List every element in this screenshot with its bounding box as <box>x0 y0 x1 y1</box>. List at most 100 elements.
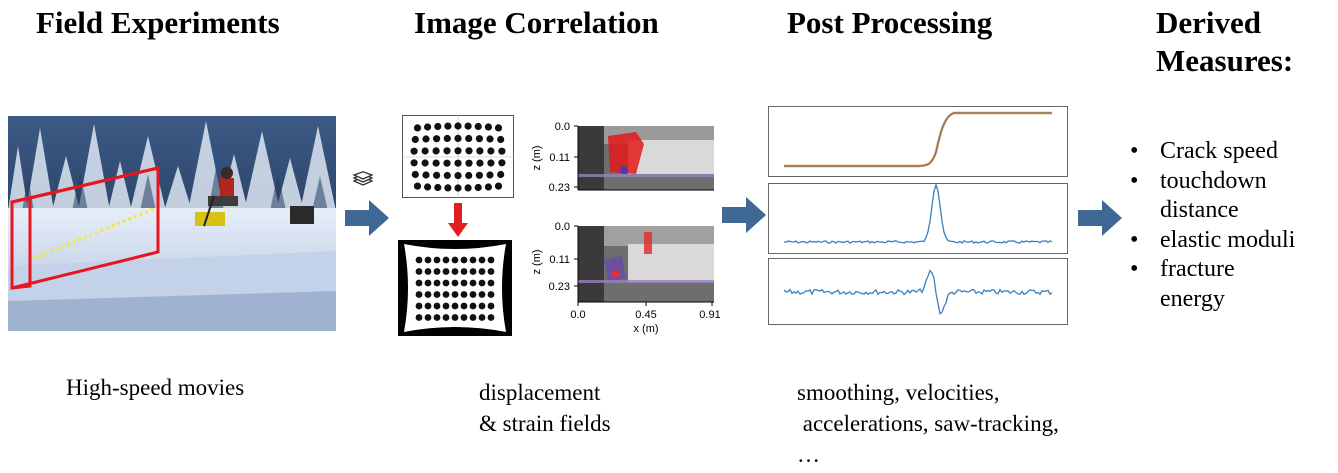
calibration-dot <box>454 159 462 167</box>
calibration-dot <box>451 279 459 287</box>
calibration-dot <box>451 314 459 321</box>
calibration-dot <box>460 314 468 321</box>
calibration-dot <box>465 134 473 143</box>
calibration-dot <box>487 291 495 298</box>
calibration-dot <box>474 122 482 131</box>
calibration-dot <box>498 147 506 155</box>
calibration-dot <box>422 171 430 179</box>
calibration-dot <box>424 314 432 321</box>
caption-ellipsis: … <box>797 442 820 467</box>
calibration-dot <box>465 147 473 155</box>
calibration-dot <box>432 159 440 167</box>
caption-strain-fields: & strain fields <box>479 411 611 436</box>
right-arrow-icon <box>345 200 389 236</box>
calibration-dot <box>411 170 419 179</box>
calibration-dot <box>478 302 486 310</box>
calibration-dot <box>433 291 441 298</box>
calibration-dot <box>415 268 423 275</box>
measure-elastic-moduli: •elastic moduli <box>1126 226 1295 256</box>
calibration-dot <box>410 147 418 155</box>
bullet: • <box>1130 256 1139 282</box>
strain-plot-bottom: 0.0 0.11 0.23 z (m) 0.0 0.45 0.91 x (m) <box>531 221 720 335</box>
calibration-dot <box>421 159 429 167</box>
calibration-dot <box>444 122 452 130</box>
caption-displacement: displacement <box>479 380 601 405</box>
top-y-axis-label: z (m) <box>531 145 543 170</box>
field-experiment-photo <box>8 116 336 331</box>
calibration-dot <box>434 183 442 192</box>
calibration-dot <box>410 159 418 167</box>
calibration-dot <box>494 182 503 190</box>
calibration-dot <box>415 314 423 321</box>
calibration-dot <box>486 171 494 179</box>
heading-field-experiments: Field Experiments <box>36 5 280 40</box>
post-processing-traces <box>768 106 1068 325</box>
calibration-dot <box>444 184 452 192</box>
calibration-dot <box>451 291 459 298</box>
calibration-dot <box>464 184 472 192</box>
bottom-y-tick-1: 0.11 <box>549 254 570 266</box>
bottom-x-tick-2: 0.91 <box>699 309 720 321</box>
right-arrow-icon <box>1078 200 1122 236</box>
calibration-dot <box>478 268 486 275</box>
top-y-tick-1: 0.11 <box>549 152 570 164</box>
calibration-dot <box>494 124 503 132</box>
calibration-dot <box>487 268 495 275</box>
calibration-dot <box>469 291 477 298</box>
calibration-dot <box>478 291 486 298</box>
bottom-y-axis-label: z (m) <box>531 249 543 274</box>
trace-panel-velocity <box>768 183 1068 254</box>
calibration-dot <box>451 302 459 310</box>
calibration-dot <box>451 256 459 264</box>
calibration-dot <box>487 314 495 321</box>
caption-high-speed-movies: High-speed movies <box>66 375 245 400</box>
right-arrow-icon <box>722 197 766 233</box>
calibration-dot <box>460 302 468 310</box>
calibration-dot <box>460 256 468 264</box>
calibration-dot <box>421 147 429 155</box>
heading-derived-line-2: Measures: <box>1156 43 1294 78</box>
calibration-dot <box>432 147 440 155</box>
bottom-y-tick-2: 0.23 <box>549 281 570 293</box>
calibration-dot <box>474 183 482 192</box>
calibration-dot <box>434 122 442 131</box>
calibration-dot <box>487 302 495 310</box>
bullet: • <box>1130 138 1139 164</box>
layers-icon <box>352 171 374 186</box>
calibration-dot <box>443 134 451 143</box>
calibration-dot <box>469 268 477 275</box>
calibration-dot <box>487 159 495 167</box>
calibration-dot <box>433 268 441 275</box>
heading-image-correlation: Image Correlation <box>414 5 659 40</box>
down-arrow-icon <box>448 203 468 237</box>
calibration-dot <box>415 279 423 287</box>
calibration-dot <box>497 135 505 144</box>
measure-touchdown-distance-cont: distance <box>1160 197 1239 223</box>
calibration-dot <box>486 135 494 143</box>
calibration-dot <box>469 314 477 321</box>
derived-measures-list: •Crack speed •touchdown distance •elasti… <box>1126 137 1295 314</box>
calibration-dot <box>478 256 486 264</box>
calibration-dot <box>469 256 477 264</box>
calibration-dot <box>413 124 422 132</box>
calibration-dot <box>476 147 484 155</box>
calibration-dot <box>465 159 473 167</box>
calibration-dot <box>413 182 422 190</box>
calibration-dot <box>498 159 506 167</box>
calibration-dot <box>411 135 419 144</box>
calibration-dot <box>422 135 430 143</box>
calibration-dot <box>443 147 451 155</box>
calibration-dot <box>415 256 423 264</box>
calibration-grid-distorted <box>402 115 514 198</box>
calibration-dot <box>442 291 450 298</box>
calibration-dot <box>454 184 462 192</box>
calibration-dot <box>478 314 486 321</box>
calibration-dot <box>443 171 451 180</box>
bottom-x-tick-1: 0.45 <box>635 309 656 321</box>
calibration-dot <box>475 171 483 179</box>
strain-field-plots: 0.0 0.11 0.23 z (m) 0.0 0.11 0.23 z (m) … <box>531 121 720 335</box>
calibration-dot <box>464 122 472 130</box>
bullet: • <box>1130 167 1139 194</box>
calibration-dot <box>433 171 441 179</box>
calibration-dot <box>433 256 441 264</box>
